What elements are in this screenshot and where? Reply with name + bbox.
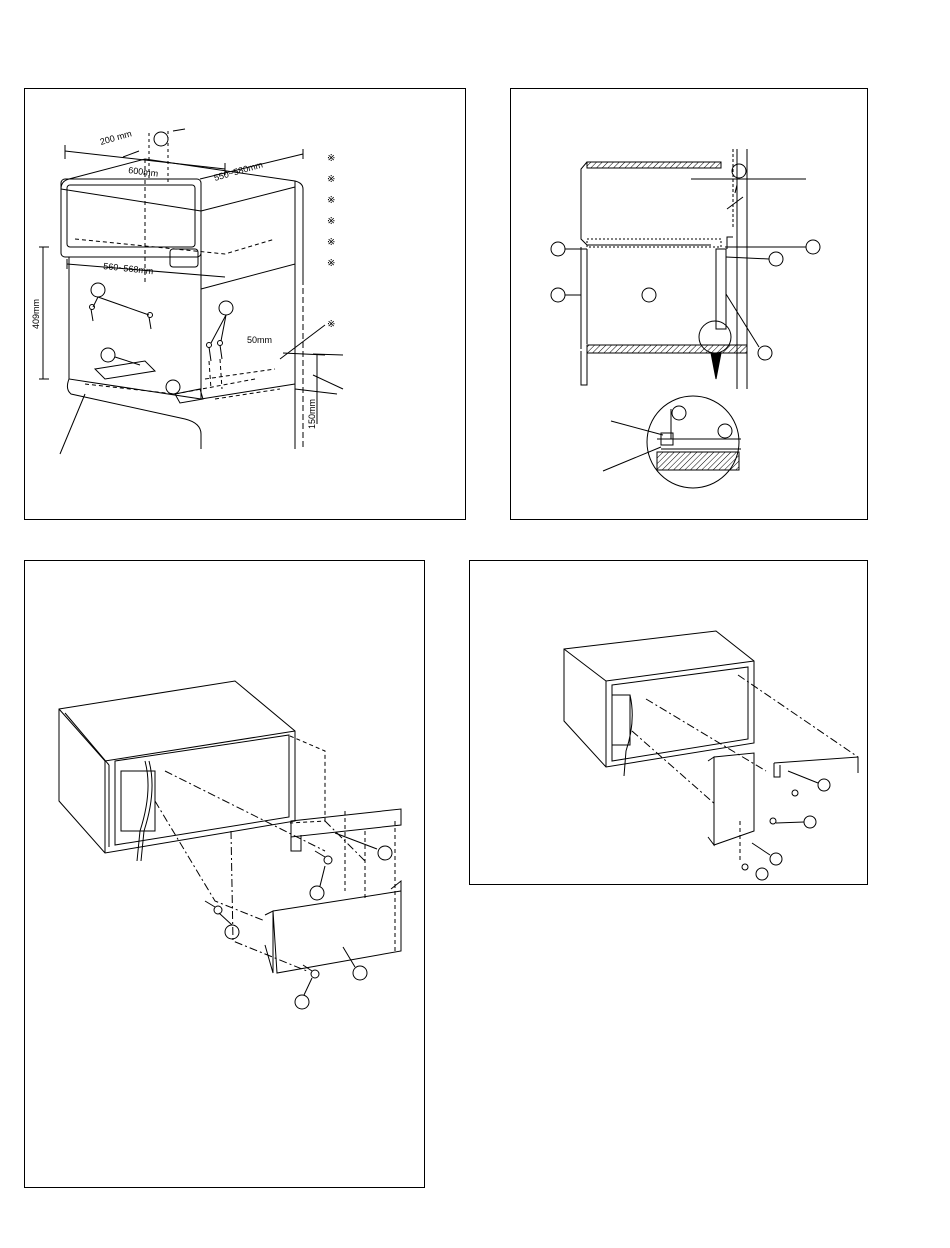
note-mark: ※ [327,216,335,227]
dim-560-568mm: 560~568mm [103,261,154,276]
exploded-assembly-diagram [25,561,426,1189]
cabinet-dimensions-diagram: 200 mm 600mm 550~580mm 560~568mm 409mm 5… [25,89,467,521]
note-mark: ※ [327,258,335,269]
dim-600mm: 600mm [128,165,159,179]
note-mark: ※ [327,153,335,164]
cross-section-diagram [511,89,869,521]
note-mark: ※ [327,237,335,248]
exploded-bracket-panel [469,560,868,885]
dim-50mm: 50mm [247,335,272,345]
dim-409mm: 409mm [31,299,41,329]
exploded-bracket-diagram [470,561,869,886]
exploded-assembly-panel [24,560,425,1188]
note-mark: ※ [327,195,335,206]
dim-200mm: 200 mm [99,128,133,147]
dim-150mm: 150mm [307,399,317,429]
cross-section-panel [510,88,868,520]
installation-dimensions-panel: 200 mm 600mm 550~580mm 560~568mm 409mm 5… [24,88,466,520]
handle-icon [170,249,198,267]
note-mark: ※ [327,319,335,330]
note-mark: ※ [327,174,335,185]
dim-550-580mm: 550~580mm [213,159,264,182]
